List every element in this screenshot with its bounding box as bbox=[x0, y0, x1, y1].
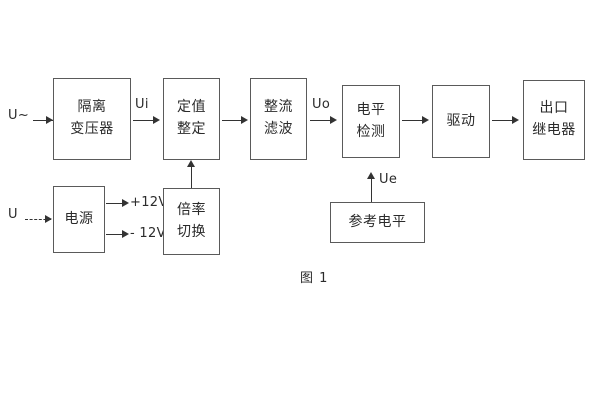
block-setting-value: 定值 整定 bbox=[163, 78, 220, 160]
arrowhead-drive-to-relay bbox=[512, 115, 519, 124]
block-line-1: 隔离 bbox=[77, 99, 107, 116]
arrowhead-setting-to-rectify bbox=[241, 115, 248, 124]
connector-level-to-drive bbox=[402, 120, 424, 121]
rail-label-negative: - 12V bbox=[130, 226, 166, 241]
connector-u-ac-to-isolation bbox=[33, 120, 53, 121]
input-label-u-ac: U~ bbox=[8, 108, 30, 123]
block-line-2: 继电器 bbox=[532, 122, 576, 138]
block-line-2: 变压器 bbox=[70, 121, 114, 137]
connector-drive-to-relay bbox=[492, 120, 514, 121]
input-label-u-dc: U bbox=[8, 207, 18, 222]
signal-label-ui: Ui bbox=[135, 97, 149, 112]
block-power-supply: 电源 bbox=[53, 186, 105, 253]
rail-label-positive: +12V bbox=[130, 195, 168, 210]
arrowhead-rail-positive bbox=[122, 198, 129, 207]
block-line-1: 出口 bbox=[539, 100, 569, 117]
block-line-1: 参考电平 bbox=[348, 213, 407, 230]
signal-label-uo: Uo bbox=[312, 97, 331, 112]
block-line-1: 倍率 bbox=[177, 201, 206, 218]
arrowhead-ui bbox=[153, 115, 160, 124]
block-line-1: 定值 bbox=[177, 99, 206, 116]
arrowhead-multiplier-to-setting bbox=[186, 160, 195, 167]
block-line-2: 切换 bbox=[177, 223, 206, 240]
arrowhead-u-dc bbox=[45, 214, 52, 223]
block-multiplier-switch: 倍率 切换 bbox=[163, 188, 220, 255]
block-line-2: 滤波 bbox=[264, 121, 293, 137]
connector-u-dc-to-power bbox=[25, 219, 51, 220]
arrowhead-rail-negative bbox=[122, 229, 129, 238]
block-line-1: 整流 bbox=[264, 99, 293, 116]
connector-reference-to-level bbox=[371, 175, 372, 202]
block-line-1: 驱动 bbox=[446, 112, 476, 129]
arrowhead-ue bbox=[366, 172, 375, 179]
block-reference-level: 参考电平 bbox=[330, 202, 425, 243]
connector-rectify-to-level bbox=[310, 120, 332, 121]
block-isolation-transformer: 隔离 变压器 bbox=[53, 78, 131, 160]
block-level-detection: 电平 检测 bbox=[342, 85, 400, 158]
block-line-1: 电平 bbox=[356, 101, 386, 118]
block-drive: 驱动 bbox=[432, 85, 490, 158]
block-line-1: 电源 bbox=[64, 210, 94, 227]
block-line-2: 整定 bbox=[177, 121, 206, 137]
signal-label-ue: Ue bbox=[379, 172, 398, 187]
connector-rail-negative bbox=[106, 234, 124, 235]
connector-rail-positive bbox=[106, 203, 124, 204]
arrowhead-u-ac bbox=[46, 115, 53, 124]
connector-multiplier-to-setting bbox=[191, 163, 192, 188]
arrowhead-level-to-drive bbox=[422, 115, 429, 124]
connector-isolation-to-setting bbox=[133, 120, 155, 121]
arrowhead-uo bbox=[330, 115, 337, 124]
block-rectify-filter: 整流 滤波 bbox=[250, 78, 307, 160]
connector-setting-to-rectify bbox=[222, 120, 242, 121]
figure-caption: 图 1 bbox=[300, 271, 329, 286]
block-line-2: 检测 bbox=[356, 123, 386, 140]
block-output-relay: 出口 继电器 bbox=[523, 80, 585, 160]
